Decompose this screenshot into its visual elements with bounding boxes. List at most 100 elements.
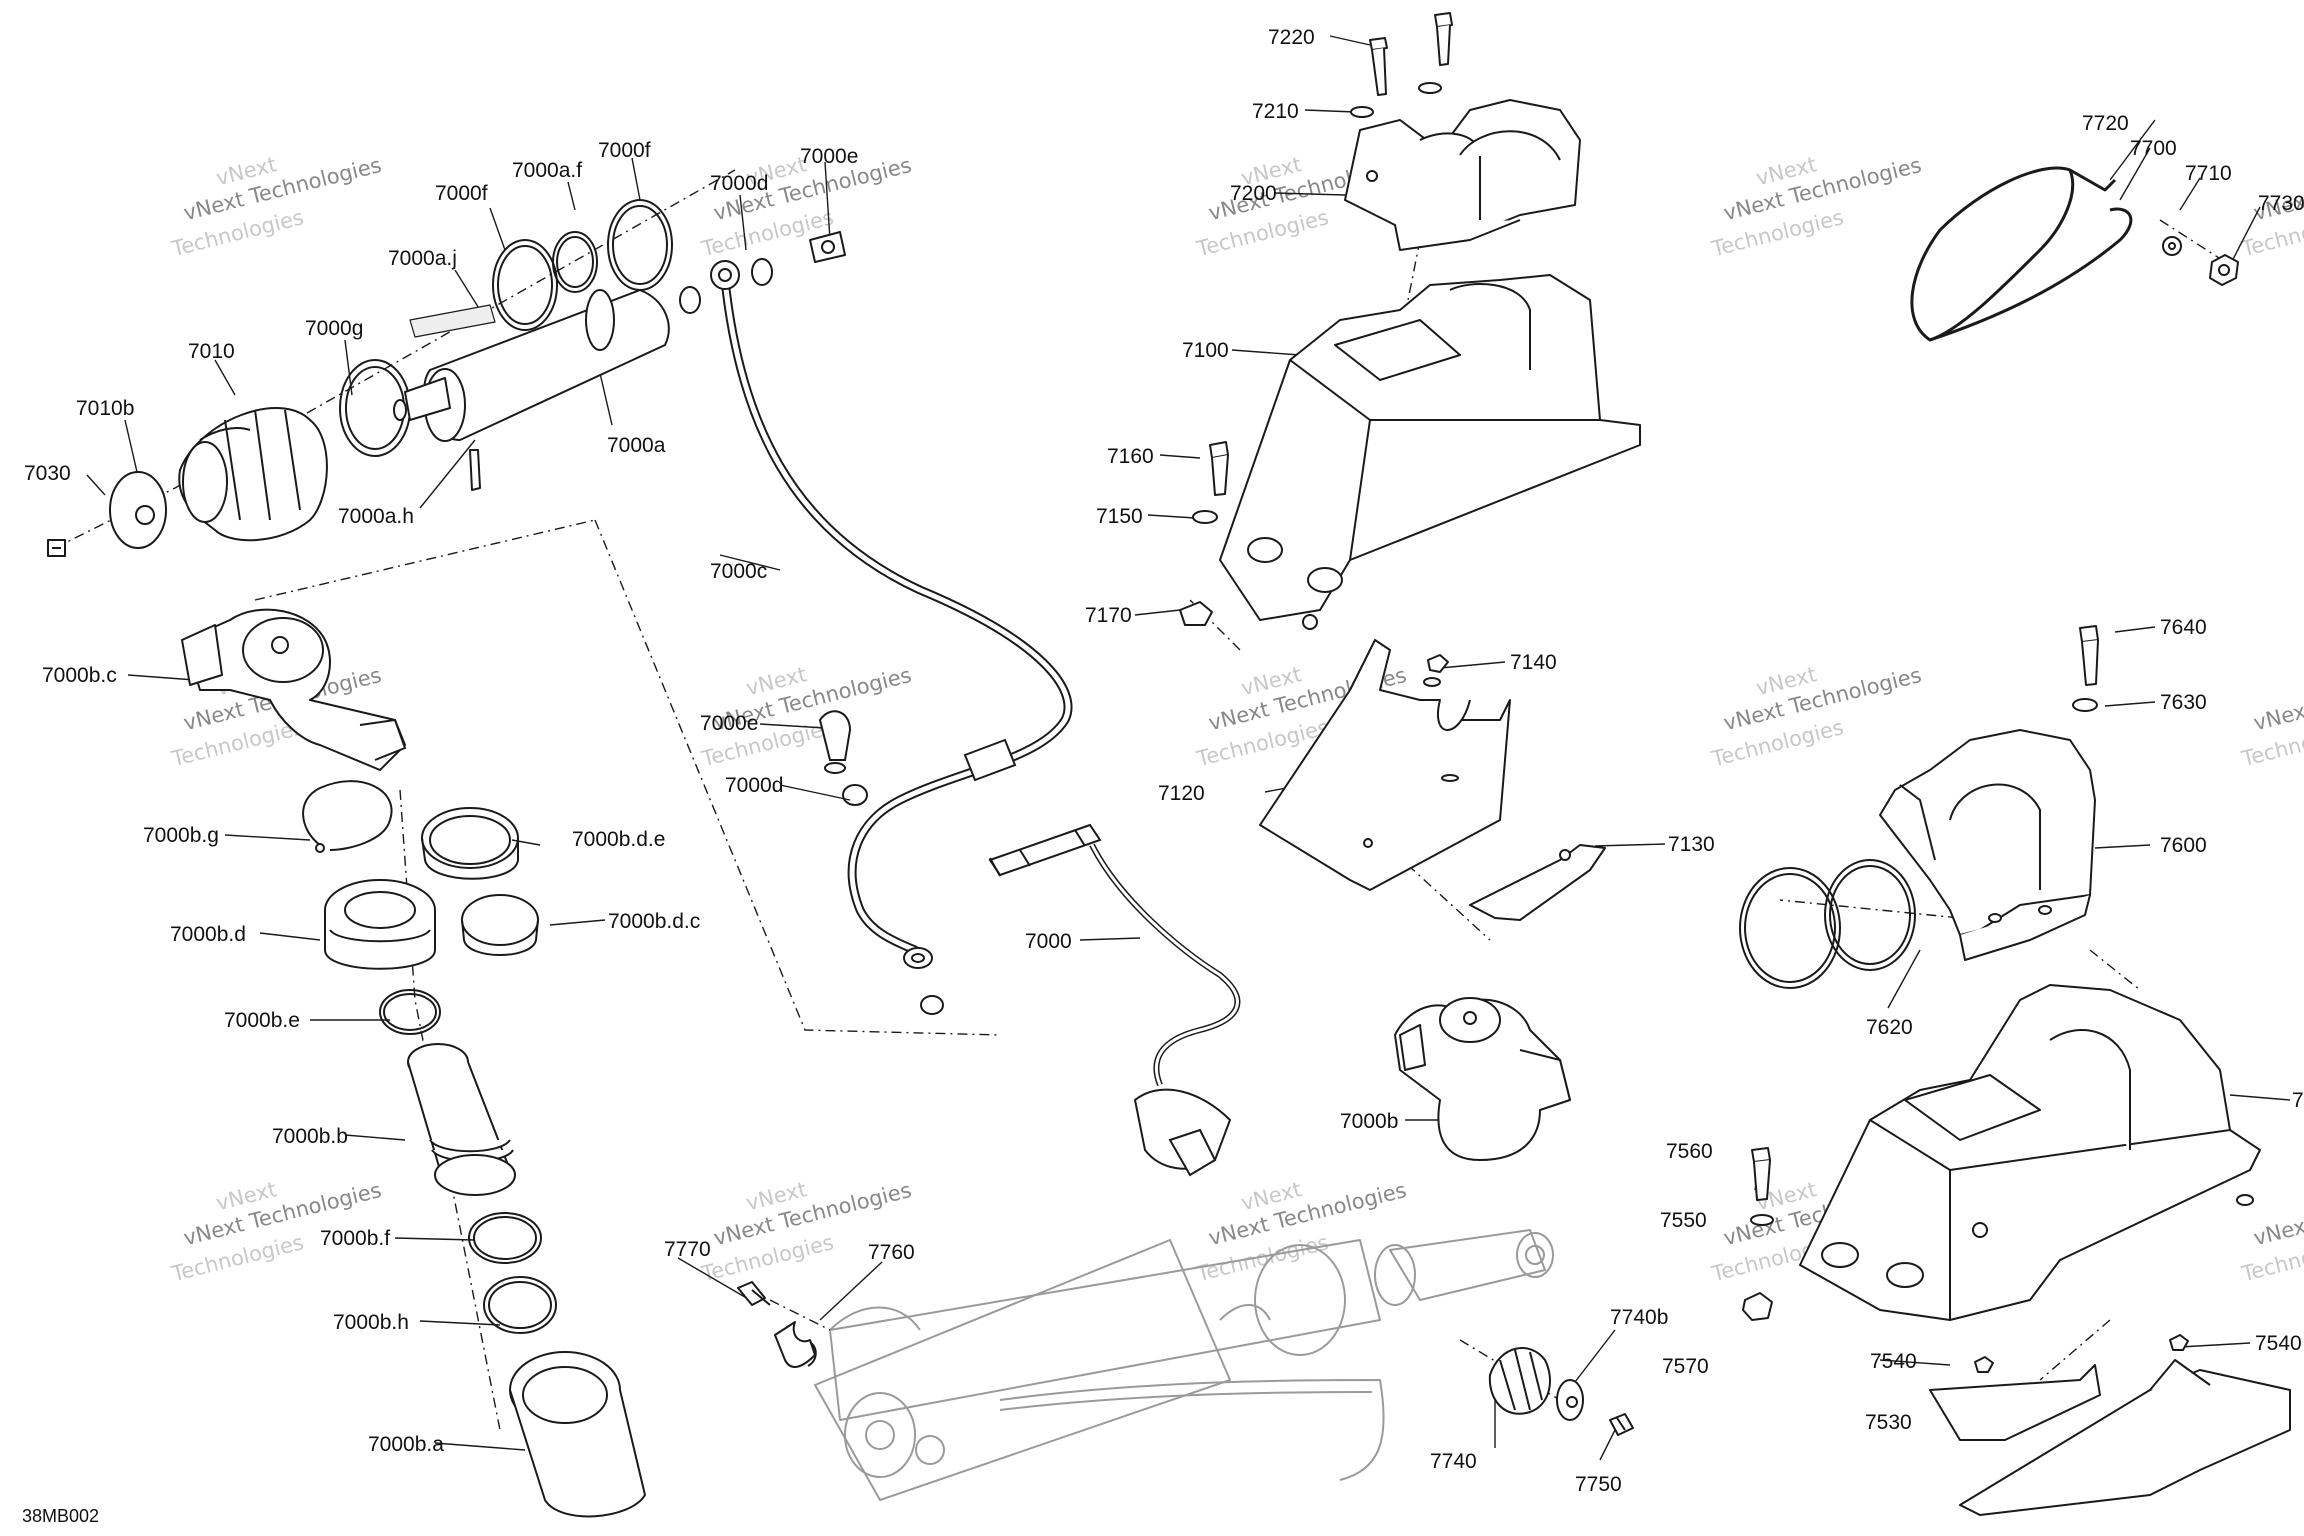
watermark: vNext Technologies Technologies	[2238, 1178, 2304, 1287]
callout-7500: 7	[2292, 1089, 2304, 1112]
elbow-7000e	[818, 710, 852, 761]
plate-7530	[1929, 1364, 2101, 1441]
bottom-adjuster-group	[737, 1281, 1634, 1436]
clip-7700-group	[1910, 166, 2239, 342]
callout-7000ah: 7000a.h	[338, 505, 414, 528]
nut-7540-left	[1974, 1356, 1994, 1373]
oring-7000f-right	[607, 199, 673, 291]
callout-7750: 7750	[1575, 1473, 1622, 1496]
callout-7140: 7140	[1510, 651, 1557, 674]
callout-7000g: 7000g	[305, 317, 363, 340]
oring-7620-b	[1824, 859, 1916, 971]
callout-7550: 7550	[1660, 1209, 1707, 1232]
callout-7000bc: 7000b.c	[42, 664, 117, 687]
callout-7000af: 7000a.f	[512, 159, 582, 182]
elbow-fitting-group	[818, 710, 868, 806]
bracket-7130	[1469, 844, 1606, 921]
callout-7000bh: 7000b.h	[333, 1311, 409, 1334]
sensor-cable-7000	[988, 823, 1241, 1177]
washer-7550	[1750, 1214, 1774, 1226]
bolt-7220	[1369, 37, 1388, 51]
callout-7000d-mid: 7000d	[725, 774, 783, 797]
callout-7210: 7210	[1252, 100, 1299, 123]
callout-7200: 7200	[1230, 182, 1277, 205]
watermark: vNext vNext Technologies Technologies	[698, 1177, 913, 1286]
callout-7640: 7640	[2160, 616, 2207, 639]
diagram-code: 38MB002	[22, 1506, 99, 1526]
callout-7170: 7170	[1085, 604, 1132, 627]
callout-7150: 7150	[1096, 505, 1143, 528]
bolt-7640	[2079, 625, 2099, 643]
watermark: vNext vNext Technologies Technologies	[698, 662, 913, 771]
clip-7700	[1910, 166, 2075, 342]
ring-7000bh	[483, 1276, 557, 1334]
callout-7000e-top: 7000e	[800, 145, 858, 168]
callout-7770: 7770	[664, 1238, 711, 1261]
callout-7530: 7530	[1865, 1411, 1912, 1434]
screw-7770	[737, 1281, 766, 1306]
watermark: vNext vNext Technologies Technologies	[1708, 152, 1923, 261]
watermark: vNext vNext Technologies Technologies	[1708, 662, 1923, 771]
washer-7150	[1192, 510, 1218, 524]
callout-7730: 7730	[2258, 192, 2304, 215]
valve-body-7000bc	[184, 608, 406, 771]
callout-labels: 7030 7010b 7010 7000g 7000a.j 7000f 7000…	[24, 26, 2304, 1496]
watermark: vNext vNext Technologies Technologies	[168, 1177, 383, 1286]
hose-7000c	[710, 260, 1073, 1015]
watermark: vNext vNext Technologies Technologies	[1193, 1177, 1408, 1286]
callout-7740: 7740	[1430, 1450, 1477, 1473]
callout-7000a: 7000a	[607, 434, 666, 457]
remote-adjuster-group	[47, 199, 846, 557]
callout-7000bd: 7000b.d	[170, 923, 246, 946]
pin-7000ah	[469, 449, 481, 491]
ring-7000be	[379, 989, 441, 1035]
callout-7000b: 7000b	[1340, 1110, 1398, 1133]
callout-7000bg: 7000b.g	[143, 824, 219, 847]
callout-7600: 7600	[2160, 834, 2207, 857]
callout-7000: 7000	[1025, 930, 1072, 953]
oring-7000f-left	[492, 239, 558, 331]
callout-7220: 7220	[1268, 26, 1315, 49]
callout-7000be: 7000b.e	[224, 1009, 300, 1032]
callout-7120: 7120	[1158, 782, 1205, 805]
callout-7570: 7570	[1662, 1355, 1709, 1378]
watermark: vNext vNext Technologies Technologies	[168, 152, 383, 261]
ring-7000bf	[468, 1212, 542, 1264]
knob-7740	[1488, 1347, 1551, 1415]
callout-7130: 7130	[1668, 833, 1715, 856]
washer-7000d-top	[679, 286, 701, 314]
valve-assembly-group	[181, 608, 646, 1518]
snap-ring-7000bg	[302, 780, 393, 851]
shock-assembly-ghost	[814, 1229, 1554, 1501]
callout-7160: 7160	[1107, 445, 1154, 468]
nut-7540-right	[2169, 1334, 2189, 1351]
washer-7000d-mid	[842, 784, 868, 806]
callout-7000ba: 7000b.a	[368, 1433, 444, 1456]
callout-7700: 7700	[2130, 137, 2177, 160]
callout-7000d-top: 7000d	[710, 172, 768, 195]
callout-7740b: 7740b	[1610, 1306, 1668, 1329]
label-strip-7000aj	[409, 304, 496, 338]
callout-7560: 7560	[1666, 1140, 1713, 1163]
callout-7000aj: 7000a.j	[388, 247, 457, 270]
callout-7540-left: 7540	[1870, 1350, 1917, 1373]
clip-7760	[774, 1321, 816, 1368]
callout-7030: 7030	[24, 462, 71, 485]
callout-7010: 7010	[188, 340, 235, 363]
callout-7710: 7710	[2185, 162, 2232, 185]
washer-7210	[1350, 106, 1374, 118]
bolt-7560	[1751, 1147, 1771, 1163]
nut-7140	[1427, 654, 1449, 673]
callout-7000c: 7000c	[710, 560, 767, 583]
bracket-7100	[1219, 274, 1641, 621]
bracket-right-group	[1739, 625, 2291, 1516]
nut-7570	[1742, 1292, 1773, 1321]
bracket-plate-group	[1259, 639, 1606, 921]
ring-7000af	[552, 231, 598, 293]
svg-text:vNext Technologies: vNext Technologies	[2251, 663, 2304, 735]
callout-7000bde: 7000b.d.e	[572, 828, 665, 851]
watermark: vNext Technologies Technologies	[2238, 663, 2304, 772]
callout-7010b: 7010b	[76, 397, 134, 420]
bracket-upper-group	[1179, 12, 1641, 630]
